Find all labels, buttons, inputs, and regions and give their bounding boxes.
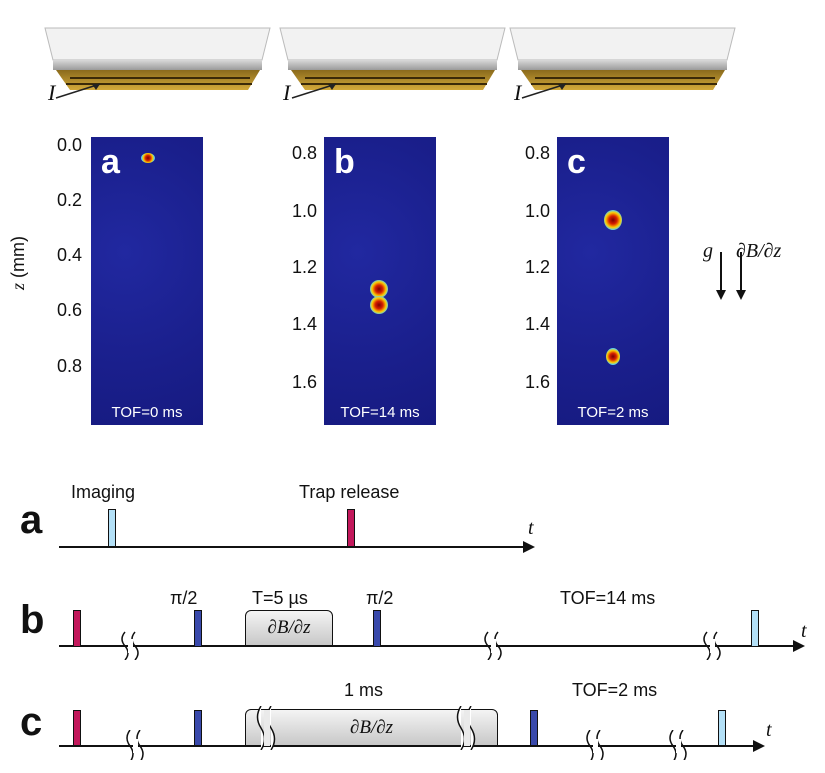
chip-illustrations [44, 27, 736, 99]
duration-label: T=5 µs [252, 588, 308, 608]
pi-half-label-2: π/2 [366, 588, 394, 608]
panel-b-tick: 1.2 [291, 257, 317, 277]
trap-release-pulse [73, 710, 81, 746]
pi-half-pulse [194, 610, 202, 647]
gravity-label: g [703, 240, 713, 262]
panel-c-tick: 1.4 [524, 314, 550, 334]
sequence-c-time-label: t [766, 719, 772, 741]
y-axis-var: z [8, 282, 28, 290]
gradient-label-c: ∂B/∂z [349, 717, 394, 738]
chip-3-current-label: I [514, 80, 522, 105]
panel-c-tick: 1.2 [524, 257, 550, 277]
imaging-pulse [718, 710, 726, 746]
panel-b-tick: 1.0 [291, 201, 317, 221]
pi-half-label-1: π/2 [170, 588, 198, 608]
trap-release-pulse [347, 509, 355, 547]
panel-c-tick: 1.6 [524, 372, 550, 392]
atom-cloud [370, 280, 388, 298]
sequence-c-letter: c [20, 700, 43, 744]
sequence-b-letter: b [20, 598, 45, 642]
panel-a-tick: 0.8 [56, 356, 82, 376]
panel-a-tof: TOF=0 ms [111, 404, 183, 421]
panel-a-tick: 0.6 [56, 300, 82, 320]
sequence-a-axis [59, 541, 535, 553]
imaging-pulse [108, 509, 116, 547]
sequence-b-axis [59, 631, 805, 660]
panel-b-letter: b [334, 143, 355, 181]
gradient-label: ∂B/∂z [736, 240, 782, 262]
pi-half-pulse [530, 710, 538, 746]
y-axis-label: z (mm) [8, 236, 29, 290]
panel-b-tof: TOF=14 ms [340, 404, 420, 421]
trap-release-label: Trap release [299, 482, 400, 502]
panel-b-tick: 0.8 [291, 143, 317, 163]
sequence-c-axis [59, 730, 765, 760]
image-panel-c: c TOF=2 ms [557, 137, 669, 425]
atom-cloud [606, 348, 620, 365]
sequence-b-time-label: t [801, 620, 807, 642]
y-axis-unit: (mm) [8, 235, 28, 278]
atom-cloud [604, 210, 622, 230]
gradient-pulse-box: ∂B/∂z [245, 610, 333, 646]
pi-half-pulse [194, 710, 202, 746]
atom-cloud [141, 153, 155, 163]
atom-cloud [370, 296, 388, 314]
gradient-pulse-box: ∂B/∂z [245, 709, 498, 746]
panel-a-tick: 0.0 [56, 135, 82, 155]
panel-a-tick: 0.2 [56, 190, 82, 210]
image-panel-a: a TOF=0 ms [91, 137, 203, 425]
panel-c-tick: 1.0 [524, 201, 550, 221]
chip-1 [44, 27, 271, 99]
panel-a-tick: 0.4 [56, 245, 82, 265]
gradient-box-breaks [256, 706, 476, 750]
panel-a-letter: a [101, 143, 120, 181]
image-panel-b: b TOF=14 ms [324, 137, 436, 425]
pi-half-pulse [373, 610, 381, 647]
trap-release-pulse [73, 610, 81, 647]
imaging-pulse [751, 610, 759, 647]
panel-c-tick: 0.8 [524, 143, 550, 163]
direction-arrows [716, 252, 746, 300]
tof-label-b: TOF=14 ms [560, 588, 656, 608]
imaging-label: Imaging [71, 482, 136, 502]
tof-label-c: TOF=2 ms [572, 680, 658, 700]
gradient-label-b: ∂B/∂z [267, 617, 311, 638]
panel-c-tof: TOF=2 ms [577, 404, 649, 421]
sequence-a-time-label: t [528, 517, 534, 539]
chip-2 [279, 27, 506, 99]
chip-1-current-label: I [48, 80, 56, 105]
chip-2-current-label: I [283, 80, 291, 105]
panel-b-tick: 1.4 [291, 314, 317, 334]
panel-b-tick: 1.6 [291, 372, 317, 392]
chip-3 [509, 27, 736, 99]
duration-label-c: 1 ms [344, 680, 384, 700]
sequence-a-letter: a [20, 498, 43, 542]
panel-c-letter: c [567, 143, 586, 181]
